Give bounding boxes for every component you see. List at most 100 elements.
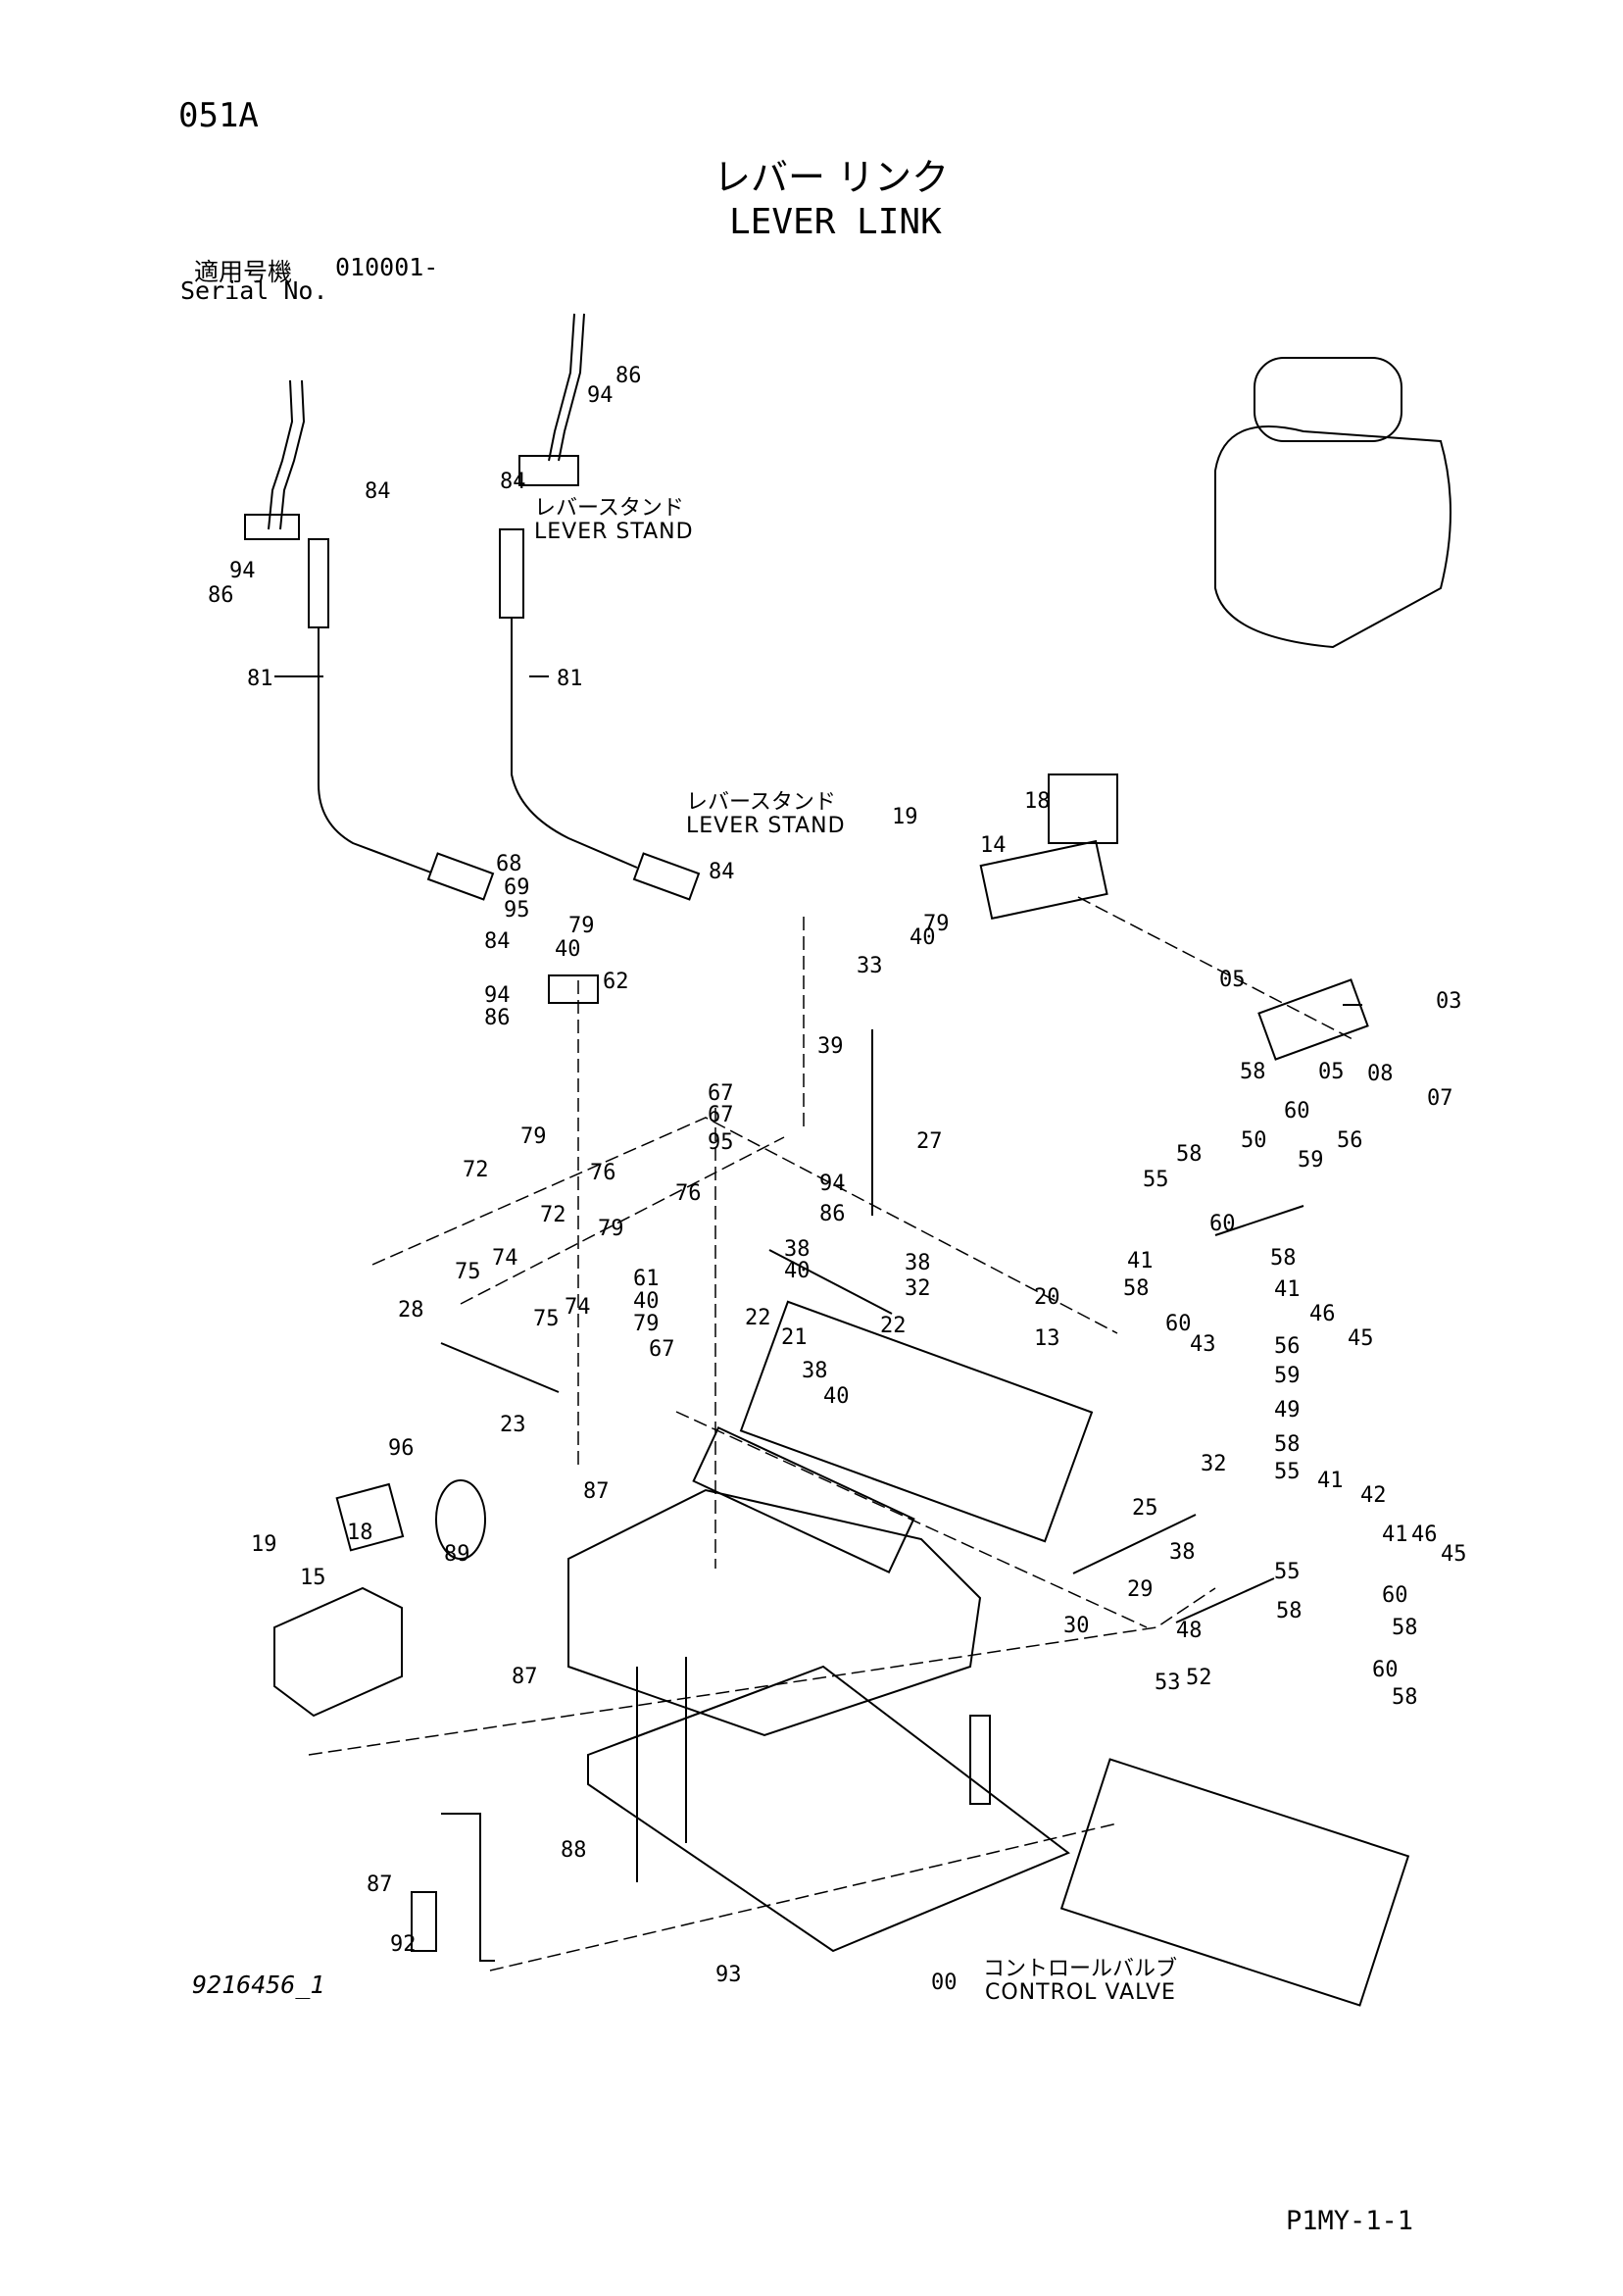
part-label: 62 xyxy=(603,970,629,994)
part-label: 40 xyxy=(823,1384,850,1409)
part-label: 59 xyxy=(1298,1148,1324,1173)
part-label: 87 xyxy=(367,1872,393,1897)
part-label: 41 xyxy=(1382,1522,1408,1547)
part-label: 58 xyxy=(1274,1432,1301,1457)
part-label: 81 xyxy=(557,667,583,691)
part-label: 03 xyxy=(1436,989,1462,1014)
part-label: 28 xyxy=(398,1298,424,1323)
lever-stand-top-label-jp: レバースタンド xyxy=(534,496,684,521)
part-label: 53 xyxy=(1155,1671,1181,1695)
part-label: 05 xyxy=(1219,968,1246,992)
part-label: 42 xyxy=(1360,1483,1387,1508)
part-label: 67 xyxy=(708,1081,734,1106)
part-label: 29 xyxy=(1127,1577,1154,1602)
part-label: 69 xyxy=(504,875,530,900)
part-label: 32 xyxy=(1201,1452,1227,1476)
part-label: 79 xyxy=(923,912,950,936)
part-label: 87 xyxy=(583,1479,610,1504)
part-label: 25 xyxy=(1132,1496,1158,1521)
part-label: 84 xyxy=(484,929,511,954)
part-label: 95 xyxy=(504,898,530,923)
part-label: 60 xyxy=(1382,1583,1408,1608)
part-label: 55 xyxy=(1274,1460,1301,1484)
part-label: 22 xyxy=(745,1306,771,1330)
part-label: 94 xyxy=(819,1172,846,1196)
part-label: 86 xyxy=(208,583,234,608)
part-label: 86 xyxy=(484,1006,511,1030)
part-label: 86 xyxy=(819,1202,846,1226)
part-label: 84 xyxy=(365,479,391,504)
serial-label-jp: 適用号機 xyxy=(194,258,293,286)
part-label: 19 xyxy=(892,805,918,829)
part-label: 15 xyxy=(300,1566,326,1590)
part-label: 84 xyxy=(500,470,526,494)
part-label: 13 xyxy=(1034,1326,1060,1351)
part-label: 58 xyxy=(1392,1685,1418,1710)
part-label: 89 xyxy=(444,1542,470,1567)
part-label: 39 xyxy=(817,1034,844,1059)
part-label: 61 xyxy=(633,1267,660,1291)
part-label: 68 xyxy=(496,852,522,876)
part-label: 43 xyxy=(1190,1332,1216,1357)
part-label: 55 xyxy=(1274,1560,1301,1584)
part-label: 55 xyxy=(1143,1168,1169,1192)
part-label: 93 xyxy=(715,1963,742,1987)
part-label: 58 xyxy=(1123,1276,1150,1301)
part-label: 94 xyxy=(229,559,256,583)
part-label: 60 xyxy=(1284,1099,1310,1123)
part-label: 00 xyxy=(931,1971,958,1995)
part-label: 48 xyxy=(1176,1619,1203,1643)
page-title-jp: レバー リンク xyxy=(713,156,950,199)
part-label: 87 xyxy=(512,1665,538,1689)
part-label: 23 xyxy=(500,1413,526,1437)
part-label: 40 xyxy=(910,925,936,950)
part-label: 50 xyxy=(1241,1128,1267,1153)
part-label: 81 xyxy=(247,667,273,691)
drawing-number: 9216456_1 xyxy=(192,1971,325,1999)
page-code: 051A xyxy=(178,96,259,135)
serial-label-en: Serial No. xyxy=(180,276,328,305)
part-label: 75 xyxy=(455,1260,481,1284)
part-label: 74 xyxy=(492,1246,518,1271)
part-label: 41 xyxy=(1317,1469,1344,1493)
lever-stand-mid-label-jp: レバースタンド xyxy=(686,790,836,815)
control-valve-label-jp: コントロールバルブ xyxy=(983,1957,1178,1981)
part-label: 60 xyxy=(1165,1312,1192,1336)
part-label: 79 xyxy=(568,914,595,938)
part-label: 07 xyxy=(1427,1086,1453,1111)
part-label: 41 xyxy=(1127,1249,1154,1273)
part-label: 60 xyxy=(1209,1212,1236,1236)
part-label: 76 xyxy=(675,1181,702,1206)
part-label: 79 xyxy=(633,1312,660,1336)
part-label: 40 xyxy=(555,937,581,962)
part-label: 05 xyxy=(1318,1060,1345,1084)
control-valve-label-en: CONTROL VALVE xyxy=(985,1980,1176,2005)
part-label: 96 xyxy=(388,1436,415,1461)
part-label: 56 xyxy=(1274,1334,1301,1359)
part-label: 72 xyxy=(540,1203,566,1227)
part-label: 18 xyxy=(1024,789,1051,814)
part-label: 46 xyxy=(1411,1522,1438,1547)
lever-stand-top-label-en: LEVER STAND xyxy=(534,520,694,544)
part-label: 67 xyxy=(708,1103,734,1127)
part-label: 08 xyxy=(1367,1062,1394,1086)
part-label: 86 xyxy=(615,364,642,388)
part-label: 27 xyxy=(916,1129,943,1154)
part-label: 38 xyxy=(905,1251,931,1275)
part-label: 60 xyxy=(1372,1658,1399,1682)
part-label: 84 xyxy=(709,860,735,884)
part-label: 33 xyxy=(857,954,883,978)
part-label: 19 xyxy=(251,1532,277,1557)
part-label: 21 xyxy=(781,1325,808,1350)
part-label: 58 xyxy=(1270,1246,1297,1271)
part-label: 52 xyxy=(1186,1666,1212,1690)
part-label: 14 xyxy=(980,833,1007,858)
part-label: 30 xyxy=(1063,1614,1090,1638)
part-label: 79 xyxy=(598,1217,624,1241)
page-title-en: LEVER LINK xyxy=(729,202,942,242)
part-label: 58 xyxy=(1392,1616,1418,1640)
part-label: 38 xyxy=(802,1359,828,1383)
serial-value: 010001- xyxy=(335,253,439,281)
part-label: 38 xyxy=(1169,1540,1196,1565)
